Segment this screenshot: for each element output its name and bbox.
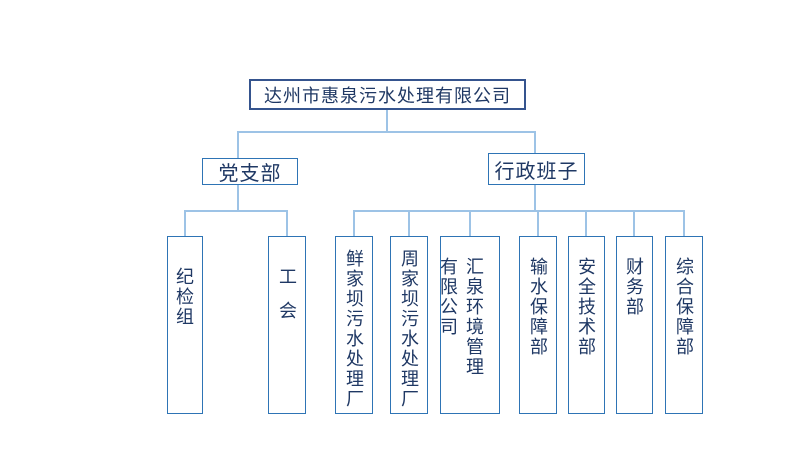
- company-root-label: 达州市惠泉污水处理有限公司: [264, 85, 511, 106]
- connector-line: [534, 131, 536, 153]
- connector-line: [237, 185, 239, 211]
- connector-line: [237, 131, 536, 133]
- node-huiquan-environment-company: 汇泉环境管理 有限公司: [438, 236, 500, 414]
- connector-line: [286, 210, 288, 236]
- node-safety-technology-dept: 安全技术部: [568, 236, 605, 414]
- node-admin-team: 行政班子: [488, 153, 585, 185]
- node-general-support-dept: 综合保障部: [665, 236, 703, 414]
- connector-line: [408, 210, 410, 236]
- connector-line: [386, 110, 388, 132]
- party-branch-label: 党支部: [218, 163, 282, 185]
- connector-line: [353, 210, 355, 236]
- node-party-branch: 党支部: [202, 158, 298, 185]
- connector-line: [184, 210, 288, 212]
- admin-team-label: 行政班子: [494, 160, 579, 183]
- connector-line: [353, 210, 685, 212]
- node-discipline-inspection-group: 纪检组: [167, 236, 203, 414]
- node-finance-dept: 财务部: [616, 236, 653, 414]
- connector-line: [537, 210, 539, 236]
- node-zhoujiaba-sewage-plant: 周家坝污水处理厂: [390, 236, 428, 414]
- node-xianjiaba-sewage-plant: 鲜家坝污水处理厂: [335, 236, 373, 414]
- node-water-supply-support-dept: 输水保障部: [519, 236, 557, 414]
- connector-line: [184, 210, 186, 236]
- connector-line: [633, 210, 635, 236]
- connector-line: [237, 131, 239, 158]
- node-company-root: 达州市惠泉污水处理有限公司: [249, 79, 526, 110]
- connector-line: [534, 185, 536, 211]
- connector-line: [585, 210, 587, 236]
- connector-line: [683, 210, 685, 236]
- node-labor-union: 工会: [268, 236, 306, 414]
- connector-line: [469, 210, 471, 236]
